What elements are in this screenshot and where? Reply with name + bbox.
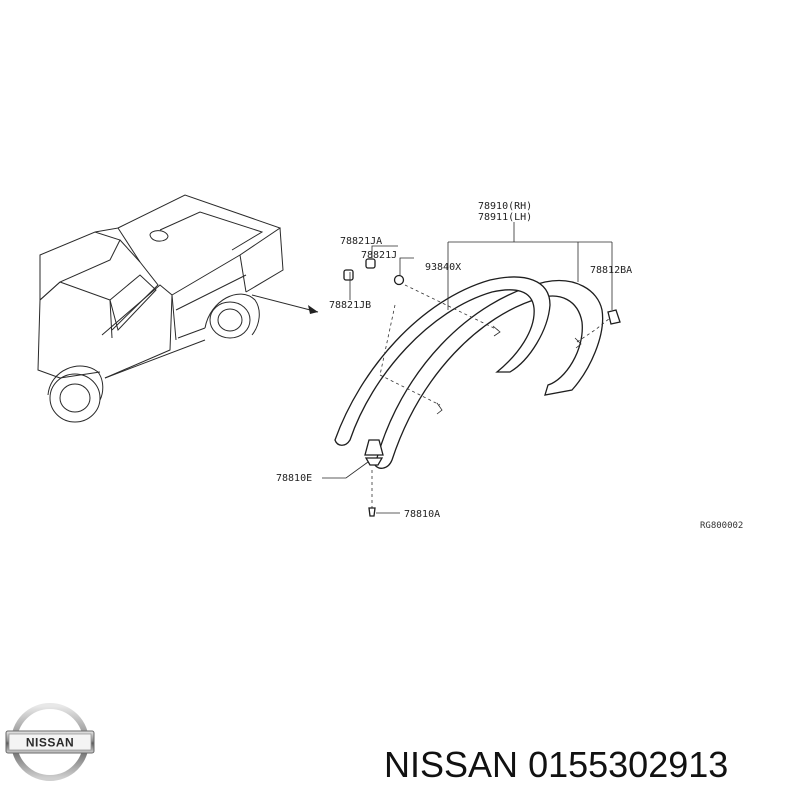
part-number-caption: NISSAN 0155302913 [384, 735, 794, 795]
diagram-reference-code: RG800002 [700, 521, 743, 531]
callout-93840x: 93840X [425, 262, 461, 273]
callout-78910-rh: 78910(RH) [478, 201, 532, 212]
callout-78812ba: 78812BA [590, 265, 632, 276]
callout-leaders [322, 222, 613, 514]
callout-78810a: 78810A [404, 509, 440, 520]
clip-78812ba-icon [607, 309, 621, 325]
inner-molding [334, 276, 551, 446]
callout-78821j: 78821J [361, 250, 397, 261]
retainer-78810e-icon [364, 439, 384, 456]
callout-78821jb: 78821JB [329, 300, 371, 311]
callout-78911-lh: 78911(LH) [478, 212, 532, 223]
nissan-logo: NISSAN [5, 703, 95, 781]
callout-78810e: 78810E [276, 473, 312, 484]
outer-fender-flare [374, 280, 604, 469]
callout-78821ja: 78821JA [340, 236, 382, 247]
part-number: 0155302913 [528, 744, 729, 785]
clip-78821jb-icon [343, 269, 354, 281]
screw-78810a-icon [368, 507, 376, 517]
pickup-truck-illustration [37, 194, 319, 423]
fender-parts [334, 258, 621, 517]
clip-78821j-icon [393, 274, 405, 286]
callout-labels: 78910(RH) 78911(LH) 78821JA 78821J 93840… [276, 201, 743, 531]
logo-wordmark: NISSAN [26, 736, 74, 750]
brand-name: NISSAN [384, 744, 519, 785]
clip-78821ja-icon [365, 258, 376, 269]
